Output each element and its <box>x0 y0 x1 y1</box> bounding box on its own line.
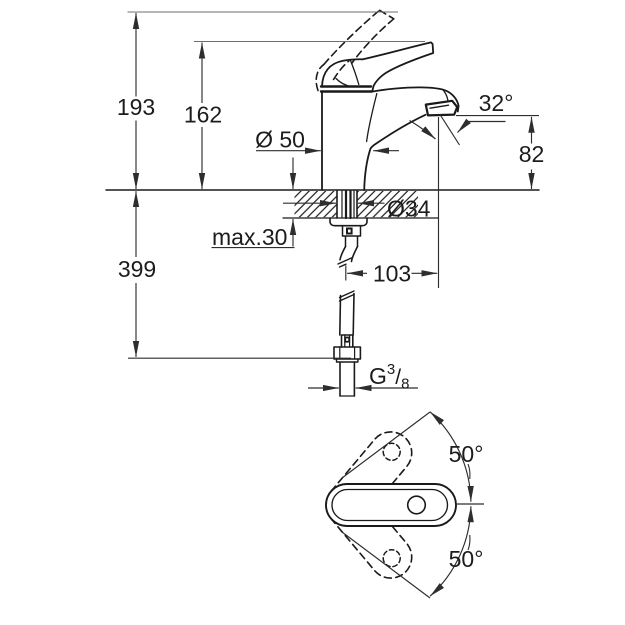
thread-size-label: G3/8 <box>369 361 409 393</box>
connector-detail <box>346 227 353 235</box>
shank-hose-lines <box>344 189 352 220</box>
deck-hatching-left <box>294 191 337 218</box>
lever-handle <box>321 41 435 93</box>
handle-top-view <box>325 483 457 527</box>
dim-lines-hole-diameter <box>283 117 440 288</box>
mounting-shank <box>336 190 358 219</box>
connector-block <box>341 224 362 248</box>
thread-numerator: 3 <box>387 361 395 378</box>
swivel-line-down <box>341 531 431 599</box>
swivel-line-up <box>341 411 431 479</box>
handle-top-view-inner <box>331 488 449 522</box>
knob-circle-down-dashed <box>382 548 401 568</box>
dim-lines-outlet-height <box>456 115 539 189</box>
leader-swivel-down <box>467 534 471 551</box>
leader-swivel-up <box>467 463 471 480</box>
swivel-angle-dimension <box>341 411 484 599</box>
dim-lines-below-deck <box>128 191 351 359</box>
handle-joint-band <box>319 85 373 93</box>
mounting-deck <box>105 189 540 219</box>
dim-body-height: 162 <box>184 102 222 128</box>
dim-max-deck-thickness: max.30 <box>212 224 287 250</box>
hose-break-lower <box>337 256 354 268</box>
dim-hole-diameter: Ø34 <box>387 196 431 222</box>
thread-slash: / <box>395 366 401 389</box>
dim-outlet-height: 82 <box>519 141 545 167</box>
collar-detail <box>344 336 351 343</box>
spout-underside <box>363 113 427 191</box>
angle-arc-arrow <box>409 120 436 140</box>
dim-swivel-down: 50° <box>449 546 484 572</box>
dim-below-deck: 399 <box>118 256 156 282</box>
connection-nut <box>333 346 362 360</box>
thread-g: G <box>369 363 387 389</box>
swivel-arc-lower <box>429 506 474 597</box>
handle-knob-circle <box>406 495 427 515</box>
top-view: 50° 50° <box>325 411 484 599</box>
faucet-outline <box>315 9 460 191</box>
nut-facet-lines <box>339 346 356 360</box>
dim-spout-reach: 103 <box>373 261 411 287</box>
front-view: 193 162 399 Ø 50 max.30 <box>105 9 545 397</box>
dim-lines-spout-reach <box>345 265 438 281</box>
base-flange <box>329 217 368 227</box>
pipe-outlet <box>339 361 356 397</box>
dim-swivel-up: 50° <box>449 441 484 467</box>
aerator-slit <box>429 104 450 109</box>
lever-handle-inner-lines <box>335 59 360 88</box>
swivel-arc-upper <box>429 411 474 502</box>
lever-handle-open-dashed <box>315 9 395 92</box>
dim-spout-angle: 32° <box>479 90 514 116</box>
dim-overall-height: 193 <box>117 94 155 120</box>
thread-denominator: 8 <box>401 376 409 393</box>
hose-break-resume <box>338 290 355 302</box>
shank-inner-lines <box>341 190 355 219</box>
spout-top-edge <box>370 86 460 113</box>
dim-base-diameter: Ø 50 <box>255 127 305 153</box>
knob-circle-up-dashed <box>382 442 401 462</box>
angle-leader <box>457 118 506 133</box>
dim-lines-max-deck-thickness <box>211 157 297 249</box>
body-shoulder-line <box>365 92 378 143</box>
dim-lines-spout-angle <box>409 114 506 146</box>
flow-direction-line <box>439 114 460 146</box>
hose-lower-section <box>339 292 355 336</box>
supply-hose <box>339 245 359 263</box>
under-deck-assembly <box>329 189 368 397</box>
hose-collar <box>340 334 354 348</box>
aerator <box>424 99 459 117</box>
front-view-dimensions: 193 162 399 Ø 50 max.30 <box>117 11 545 393</box>
